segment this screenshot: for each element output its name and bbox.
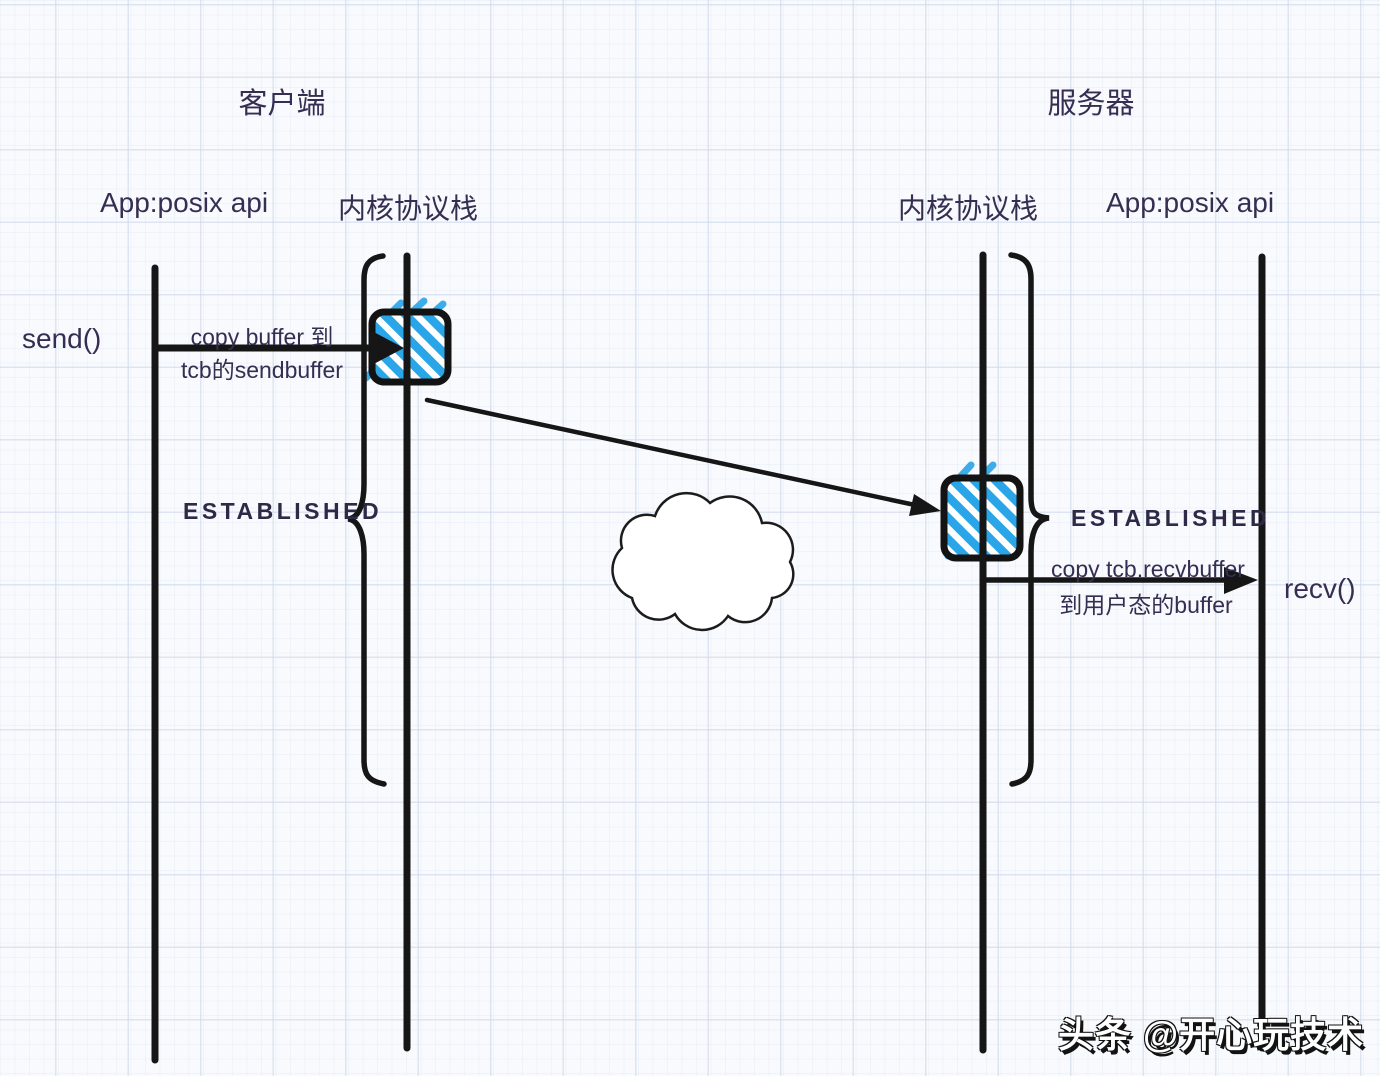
send-call-label: send() — [22, 323, 102, 354]
server-title: 服务器 — [1047, 88, 1135, 120]
client-app-label: App:posix api — [99, 187, 269, 218]
send-message-line2: tcb的sendbuffer — [181, 357, 343, 383]
recv-call-label: recv() — [1284, 573, 1356, 604]
client-established-brace — [347, 253, 387, 787]
recv-message-line2: 到用户态的buffer — [1059, 592, 1233, 618]
send-message-line1: copy buffer 到 — [190, 324, 334, 350]
watermark: 头条 @开心玩技术 — [1058, 1014, 1365, 1055]
recv-message-line1: copy tcb.recvbuffer — [1051, 556, 1245, 582]
network-transfer-arrow — [424, 397, 941, 516]
server-kernel-label: 内核协议栈 — [897, 193, 1039, 224]
client-title: 客户端 — [238, 88, 326, 120]
network-cloud-icon — [611, 491, 795, 632]
recv-copy-arrow — [985, 567, 1258, 594]
server-app-label: App:posix api — [1105, 187, 1275, 218]
client-state-label: ESTABLISHED — [183, 498, 383, 524]
server-established-brace — [1008, 252, 1050, 787]
server-state-label: ESTABLISHED — [1071, 505, 1271, 531]
client-kernel-label: 内核协议栈 — [337, 193, 479, 224]
send-copy-arrow — [158, 330, 404, 366]
